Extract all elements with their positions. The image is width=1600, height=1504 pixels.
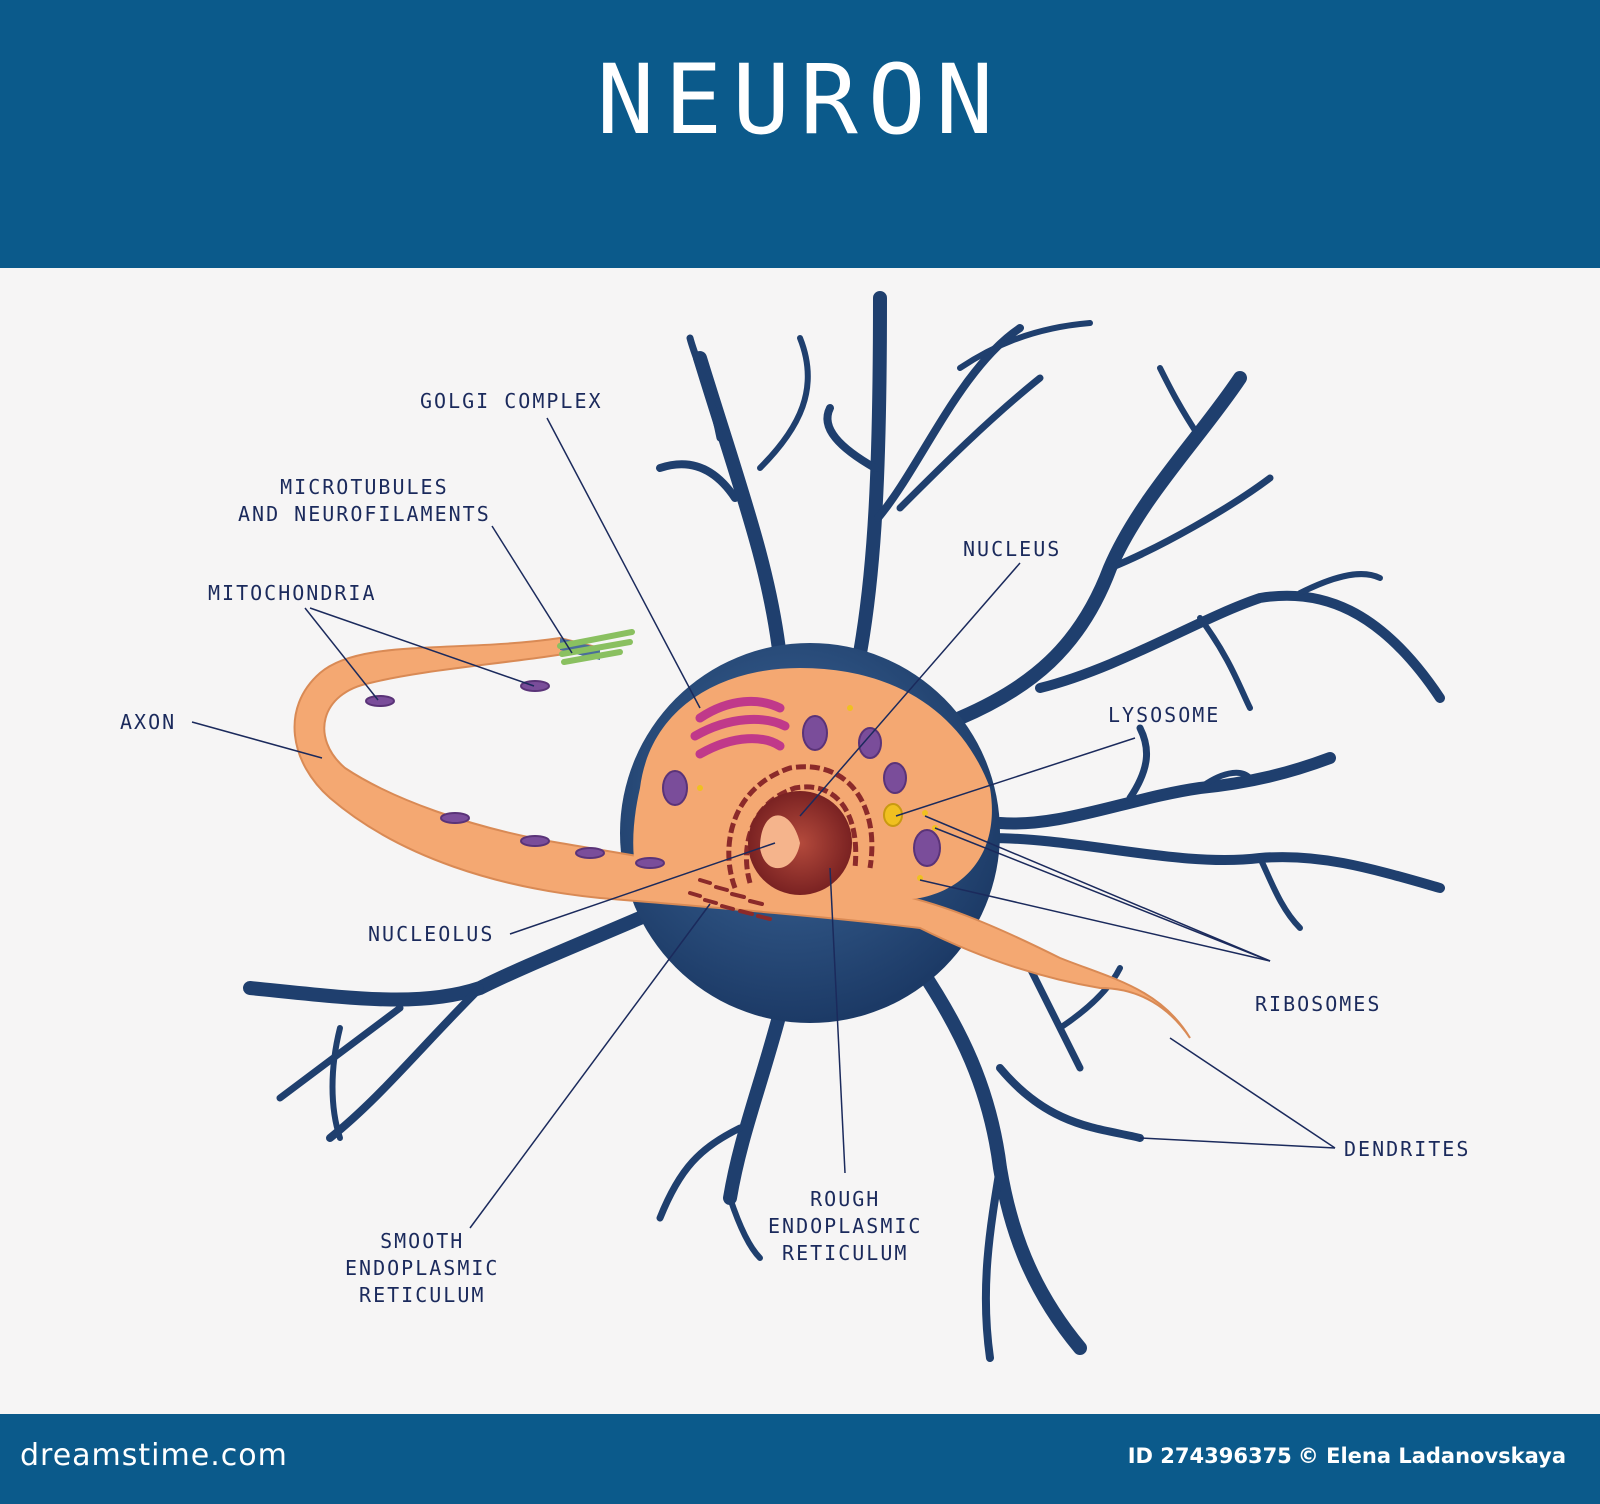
label-microtubules: MICROTUBULES AND NEUROFILAMENTS	[238, 475, 491, 526]
label-dendrites: DENDRITES	[1344, 1137, 1471, 1161]
nucleolus	[760, 815, 800, 869]
dendrite-branch	[727, 1195, 763, 1261]
leader-lines	[191, 417, 1336, 1229]
dendrite-branch	[656, 1124, 744, 1222]
label-smooth-er: SMOOTH ENDOPLASMIC RETICULUM	[345, 1229, 500, 1307]
label-golgi-complex: GOLGI COMPLEX	[420, 389, 603, 413]
dendrite-branch	[1035, 590, 1445, 703]
dendrite-branch	[957, 320, 1093, 371]
dendrite-branch	[1197, 769, 1253, 791]
title-banner: NEURON	[0, 0, 1600, 268]
label-nucleolus: NUCLEOLUS	[368, 922, 495, 946]
dendrite-branch	[1106, 474, 1274, 572]
image-id: ID 274396375	[1127, 1444, 1292, 1468]
ribosomes	[697, 705, 938, 881]
microtubules	[557, 629, 635, 665]
rough-er	[726, 764, 875, 889]
dendrite-branch	[1197, 615, 1253, 711]
dendrite-branch	[896, 374, 1044, 512]
dendrite-branch	[1057, 965, 1123, 1031]
dendrite-branch	[656, 460, 739, 502]
page-title: NEURON	[596, 44, 1004, 156]
dendrites	[243, 291, 1445, 1362]
mitochondria	[365, 680, 941, 869]
dendrite-branch	[994, 752, 1336, 830]
dendrite-branch	[757, 335, 811, 471]
image-author: © Elena Ladanovskaya	[1297, 1444, 1566, 1468]
dendrite-branch	[996, 1064, 1144, 1142]
dendrite-branch	[981, 1164, 1004, 1362]
dendrite-branch	[1257, 855, 1303, 931]
neuron-diagram: GOLGI COMPLEX MICROTUBULES AND NEUROFILA…	[0, 268, 1600, 1414]
dendrite-branch	[329, 1025, 343, 1141]
dendrite-branch	[1157, 365, 1203, 441]
label-ribosomes: RIBOSOMES	[1255, 992, 1382, 1016]
site-logo[interactable]: dreamstime.com	[20, 1438, 288, 1473]
golgi-complex	[690, 696, 790, 759]
label-rough-er: ROUGH ENDOPLASMIC RETICULUM	[768, 1187, 923, 1265]
axon-body	[293, 636, 1191, 1039]
label-nucleus: NUCLEUS	[963, 537, 1062, 561]
smooth-er	[688, 878, 772, 921]
dendrite-branch	[874, 324, 1024, 522]
dendrite-branch	[1297, 570, 1383, 596]
dendrite-branch	[853, 291, 887, 660]
dendrite-branch	[723, 1006, 787, 1205]
dendrite-branch	[985, 833, 1445, 893]
image-credit: ID 274396375© Elena Ladanovskaya	[1128, 1444, 1572, 1468]
label-axon: AXON	[120, 710, 177, 734]
neuron-illustration	[191, 291, 1445, 1362]
dendrite-branch	[686, 334, 724, 442]
dendrite-branch	[1126, 724, 1151, 802]
dendrite-branch	[326, 984, 484, 1142]
label-lysosome: LYSOSOME	[1108, 703, 1221, 727]
dendrite-branch	[276, 1004, 404, 1102]
footer-bar: dreamstime.com ID 274396375© Elena Ladan…	[0, 1414, 1600, 1504]
dendrite-branch	[823, 404, 879, 472]
lysosome	[883, 803, 903, 827]
label-mitochondria: MITOCHONDRIA	[208, 581, 377, 605]
